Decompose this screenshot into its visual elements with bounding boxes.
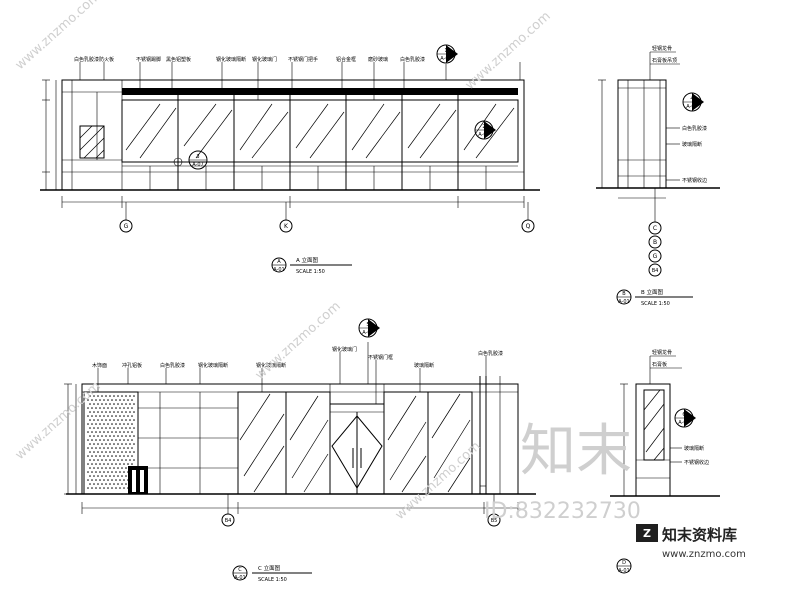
svg-text:不锈钢踢脚: 不锈钢踢脚 bbox=[136, 56, 161, 63]
section-marker-d: 6 A-07 bbox=[674, 408, 696, 428]
watermark-text: www.znzmo.com bbox=[13, 379, 104, 463]
grid-bubble-q bbox=[521, 219, 535, 233]
grid-label: G bbox=[124, 223, 129, 230]
svg-text:B5: B5 bbox=[491, 518, 498, 524]
brand-name: 知末资料库 bbox=[662, 526, 737, 544]
svg-text:白色乳胶漆: 白色乳胶漆 bbox=[400, 56, 425, 63]
title-block-c: C A-01 C 立面图 SCALE 1:50 bbox=[232, 564, 312, 583]
svg-text:钢化玻璃门: 钢化玻璃门 bbox=[332, 346, 357, 353]
svg-text:A-07: A-07 bbox=[686, 104, 697, 110]
svg-text:玻璃隔断: 玻璃隔断 bbox=[414, 362, 434, 369]
elevation-b: 白色乳胶漆 玻璃隔断 不锈钢收边 轻钢龙骨 石膏板吊顶 4 A-07 C B G… bbox=[596, 45, 720, 307]
svg-text:A-07: A-07 bbox=[678, 420, 689, 426]
title-block-b: B A-01 B 立面图 SCALE 1:50 bbox=[616, 288, 693, 307]
svg-text:4: 4 bbox=[690, 96, 693, 102]
elevation-a-frame bbox=[61, 79, 525, 191]
svg-text:不锈钢收边: 不锈钢收边 bbox=[682, 177, 707, 184]
svg-text:白色乳胶漆: 白色乳胶漆 bbox=[160, 362, 185, 369]
svg-text:B: B bbox=[653, 239, 657, 246]
svg-text:钢化玻璃隔断: 钢化玻璃隔断 bbox=[198, 362, 228, 369]
elevation-scale: SCALE 1:50 bbox=[641, 301, 670, 307]
watermark-text: www.znzmo.com bbox=[393, 439, 484, 523]
elevation-d: 轻钢龙骨 石膏板 玻璃隔断 不锈钢收边 6 A-07 D A-01 bbox=[610, 349, 720, 574]
svg-text:白色乳胶漆: 白色乳胶漆 bbox=[682, 125, 707, 132]
svg-text:5: 5 bbox=[366, 322, 369, 328]
svg-text:玻璃隔断: 玻璃隔断 bbox=[684, 445, 704, 452]
svg-text:石膏板: 石膏板 bbox=[652, 361, 667, 368]
svg-text:木饰面: 木饰面 bbox=[92, 362, 107, 369]
elevation-title: C 立面图 bbox=[258, 564, 281, 572]
section-marker-top-a: 1 A-07 bbox=[436, 44, 458, 80]
grid-bubble-k bbox=[279, 219, 293, 233]
svg-text:A-07: A-07 bbox=[192, 162, 203, 168]
svg-text:石膏板吊顶: 石膏板吊顶 bbox=[652, 57, 677, 64]
watermark-logo: 知末 bbox=[520, 419, 632, 484]
title-block-d: D A-01 bbox=[616, 558, 632, 574]
section-marker-b: 4 A-07 bbox=[682, 92, 704, 112]
svg-text:白色乳胶漆: 白色乳胶漆 bbox=[478, 350, 503, 357]
svg-text:A-07: A-07 bbox=[362, 330, 373, 336]
svg-text:黑色铝塑板: 黑色铝塑板 bbox=[166, 56, 191, 63]
elevation-title: B 立面图 bbox=[641, 288, 664, 296]
section-marker-c: 5 A-07 bbox=[358, 318, 380, 384]
elevation-c: B4 B5 木饰面 冲孔铝板 白色乳胶漆 钢化玻璃隔断 钢化玻璃隔断 钢化玻璃门… bbox=[64, 318, 536, 583]
svg-text:玻璃隔断: 玻璃隔断 bbox=[682, 141, 702, 148]
brand-block: Z 知末资料库 www.znzmo.com bbox=[636, 524, 746, 560]
svg-text:A: A bbox=[277, 259, 281, 265]
svg-text:2: 2 bbox=[482, 124, 485, 130]
svg-text:A-01: A-01 bbox=[273, 267, 284, 273]
svg-text:钢化玻璃隔断: 钢化玻璃隔断 bbox=[216, 56, 246, 63]
svg-text:不锈钢收边: 不锈钢收边 bbox=[684, 459, 709, 466]
svg-text:C: C bbox=[238, 567, 242, 573]
svg-text:3: 3 bbox=[196, 154, 199, 160]
svg-text:B4: B4 bbox=[652, 268, 659, 274]
svg-text:A-01: A-01 bbox=[618, 568, 629, 574]
svg-text:B: B bbox=[622, 291, 626, 297]
svg-text:Z: Z bbox=[643, 527, 651, 540]
grid-bubble-g bbox=[119, 219, 133, 233]
ceiling-band bbox=[122, 88, 518, 95]
detail-marker-a: 3 A-07 bbox=[173, 150, 208, 170]
svg-text:铝合金框: 铝合金框 bbox=[336, 56, 356, 63]
svg-text:轻钢龙骨: 轻钢龙骨 bbox=[652, 349, 672, 356]
grid-label: Q bbox=[526, 223, 531, 230]
svg-text:C: C bbox=[653, 225, 657, 232]
glass-panels bbox=[121, 88, 519, 190]
svg-text:磨砂玻璃: 磨砂玻璃 bbox=[368, 56, 388, 63]
svg-text:D: D bbox=[622, 560, 626, 566]
elevation-title: A 立面图 bbox=[296, 256, 319, 264]
brand-logo-icon bbox=[636, 524, 658, 542]
svg-text:G: G bbox=[653, 253, 658, 260]
svg-text:钢化玻璃门: 钢化玻璃门 bbox=[252, 56, 277, 63]
svg-text:6: 6 bbox=[682, 412, 685, 418]
elevation-a: G K Q 白色乳胶漆 防火板 不锈钢踢脚 黑色铝塑板 钢化玻璃隔断 钢化玻璃门… bbox=[40, 44, 540, 275]
svg-text:防火板: 防火板 bbox=[99, 56, 114, 63]
section-marker-mid-a: 2 A-07 bbox=[474, 120, 496, 140]
svg-text:钢化玻璃隔断: 钢化玻璃隔断 bbox=[256, 362, 286, 369]
elevation-scale: SCALE 1:50 bbox=[296, 269, 325, 275]
top-annotations-c: 木饰面 冲孔铝板 白色乳胶漆 钢化玻璃隔断 钢化玻璃隔断 钢化玻璃门 不锈钢门框… bbox=[92, 346, 503, 404]
elevation-scale: SCALE 1:50 bbox=[258, 577, 287, 583]
grid-label: K bbox=[284, 223, 289, 230]
svg-text:不锈钢门框: 不锈钢门框 bbox=[368, 354, 393, 361]
svg-text:A-07: A-07 bbox=[478, 132, 489, 138]
svg-text:白色乳胶漆: 白色乳胶漆 bbox=[74, 56, 99, 63]
svg-text:轻钢龙骨: 轻钢龙骨 bbox=[652, 45, 672, 52]
svg-text:B4: B4 bbox=[225, 518, 232, 524]
watermark-text: www.znzmo.com bbox=[253, 299, 344, 383]
svg-text:A-01: A-01 bbox=[234, 575, 245, 581]
watermarks: www.znzmo.com www.znzmo.com www.znzmo.co… bbox=[13, 0, 641, 524]
watermark-id: ID:832232730 bbox=[484, 499, 641, 524]
brand-url: www.znzmo.com bbox=[662, 549, 746, 560]
title-block-a: A A-01 A 立面图 SCALE 1:50 bbox=[271, 256, 352, 275]
svg-text:A-01: A-01 bbox=[618, 299, 629, 305]
svg-text:不锈钢门把手: 不锈钢门把手 bbox=[288, 56, 318, 63]
svg-text:冲孔铝板: 冲孔铝板 bbox=[122, 362, 142, 369]
svg-text:1: 1 bbox=[444, 48, 447, 54]
top-annotations-a: 白色乳胶漆 防火板 不锈钢踢脚 黑色铝塑板 钢化玻璃隔断 钢化玻璃门 不锈钢门把… bbox=[74, 56, 521, 100]
perforated-pattern bbox=[87, 395, 135, 489]
svg-text:A-07: A-07 bbox=[440, 56, 451, 62]
